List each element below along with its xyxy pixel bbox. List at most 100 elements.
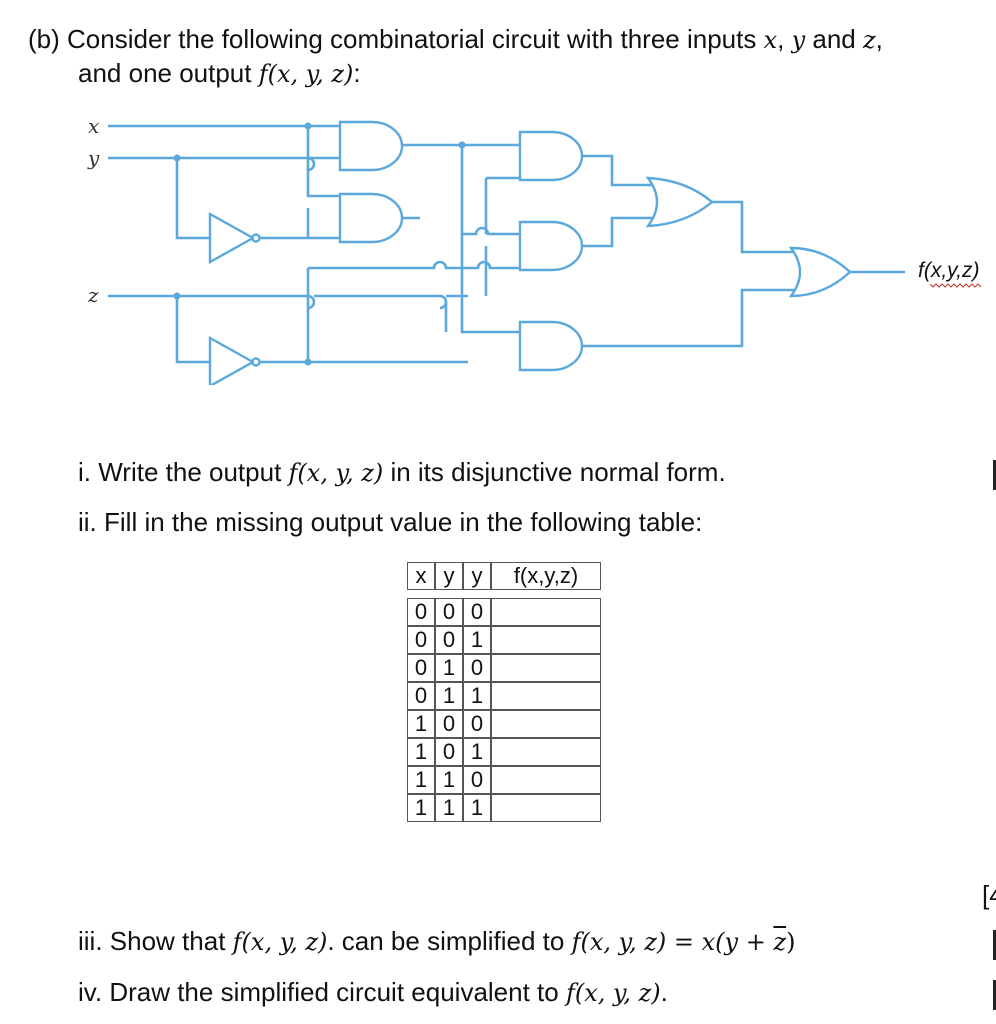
and-gate-2 xyxy=(338,192,404,244)
part-i-pre: Write the output xyxy=(98,457,289,487)
part-iv-pre: Draw the simplified circuit equivalent t… xyxy=(109,977,566,1007)
or-gate-2 xyxy=(788,246,852,298)
truth-table-output-cell[interactable] xyxy=(491,654,601,682)
part-iii-number: iii. xyxy=(78,926,103,956)
truth-table-input-cell: 1 xyxy=(435,654,463,682)
question-intro-text: Consider the following combinatorial cir… xyxy=(67,24,764,54)
not-gate-y xyxy=(208,211,256,265)
part-iii-func: f(x, y, z) xyxy=(232,928,328,956)
truth-table-output-cell[interactable] xyxy=(491,626,601,654)
part-iv-post: . xyxy=(660,977,668,1007)
part-i-post: in its disjunctive normal form. xyxy=(383,457,726,487)
truth-table-spacer xyxy=(407,590,601,598)
output-label-underline xyxy=(929,283,982,288)
margin-mark-note: [4 xyxy=(982,880,996,910)
truth-table-input-cell: 0 xyxy=(435,626,463,654)
part-i-number: i. xyxy=(78,457,91,487)
part-iii-pre: Show that xyxy=(109,926,233,956)
truth-table-input-cell: 0 xyxy=(435,598,463,626)
truth-table-input-cell: 1 xyxy=(463,794,491,822)
truth-table-input-cell: 0 xyxy=(435,710,463,738)
truth-table-input-cell: 1 xyxy=(407,710,435,738)
input-label-y: y xyxy=(87,146,100,170)
margin-bar-2 xyxy=(993,930,996,960)
margin-bar-3 xyxy=(993,980,996,1010)
truth-table-input-cell: 1 xyxy=(435,794,463,822)
truth-table-input-cell: 1 xyxy=(407,738,435,766)
not-gate-z-bubble xyxy=(251,357,261,367)
truth-table-input-cell: 1 xyxy=(407,794,435,822)
truth-table-output-cell[interactable] xyxy=(491,598,601,626)
part-i-func: f(x, y, z) xyxy=(288,459,384,487)
truth-table-input-cell: 0 xyxy=(463,654,491,682)
truth-table-input-cell: 0 xyxy=(435,738,463,766)
input-label-x: x xyxy=(88,114,99,138)
wires xyxy=(108,124,905,364)
question-intro-line2: and one output f(x, y, z): xyxy=(78,58,361,89)
truth-table-input-cell: 1 xyxy=(463,626,491,654)
var-x: x xyxy=(763,26,778,54)
var-y: y xyxy=(791,26,806,54)
question-and: and xyxy=(805,24,863,54)
logic-circuit-diagram: x y z xyxy=(87,114,982,385)
and-gate-4 xyxy=(518,220,584,272)
truth-table-output-cell[interactable] xyxy=(491,710,601,738)
truth-table-header-cell: y xyxy=(463,562,491,590)
question-label: (b) xyxy=(28,24,60,54)
part-iii-close: ) xyxy=(786,928,796,956)
part-ii: ii. Fill in the missing output value in … xyxy=(78,507,702,537)
not-gate-z xyxy=(208,335,256,385)
logic-gates xyxy=(208,120,852,385)
part-iii: iii. Show that f(x, y, z). can be simpli… xyxy=(78,926,795,957)
truth-table-output-cell[interactable] xyxy=(491,682,601,710)
part-iii-equation: f(x, y, z) = x(y + xyxy=(571,928,774,956)
function-notation: f(x, y, z) xyxy=(258,60,354,88)
junction-dots xyxy=(173,122,466,366)
part-i: i. Write the output f(x, y, z) in its di… xyxy=(78,457,726,488)
part-iv-func: f(x, y, z) xyxy=(565,979,661,1007)
and-gate-3 xyxy=(518,130,584,182)
question-intro-line1: (b) Consider the following combinatorial… xyxy=(28,24,883,54)
colon: : xyxy=(353,58,361,88)
truth-table-input-cell: 1 xyxy=(435,682,463,710)
truth-table-output-cell[interactable] xyxy=(491,738,601,766)
not-gate-y-bubble xyxy=(251,233,261,243)
truth-table-input-cell: 0 xyxy=(407,626,435,654)
truth-table-header-cell: x xyxy=(407,562,435,590)
part-iv: iv. Draw the simplified circuit equivale… xyxy=(78,977,668,1008)
truth-table-header-cell: f(x,y,z) xyxy=(491,562,601,590)
margin-bar-1 xyxy=(993,460,996,490)
part-ii-text: Fill in the missing output value in the … xyxy=(104,507,703,537)
part-iii-zbar: z xyxy=(773,928,787,956)
input-label-z: z xyxy=(87,283,99,307)
truth-table-input-cell: 1 xyxy=(463,682,491,710)
truth-table-input-cell: 1 xyxy=(463,738,491,766)
truth-table-input-cell: 0 xyxy=(463,710,491,738)
truth-table-input-cell: 1 xyxy=(407,766,435,794)
and-gate-5 xyxy=(518,320,584,372)
truth-table-input-cell: 1 xyxy=(435,766,463,794)
truth-table-input-cell: 0 xyxy=(407,682,435,710)
and-gate-1 xyxy=(338,120,404,172)
truth-table-input-cell: 0 xyxy=(407,654,435,682)
truth-table-input-cell: 0 xyxy=(463,766,491,794)
part-ii-number: ii. xyxy=(78,507,97,537)
output-label: f(x,y,z) xyxy=(918,259,979,282)
truth-table-output-cell[interactable] xyxy=(491,794,601,822)
truth-table-input-cell: 0 xyxy=(463,598,491,626)
truth-table-header-cell: y xyxy=(435,562,463,590)
part-iii-mid: . can be simplified to xyxy=(327,926,572,956)
truth-table-output-cell[interactable] xyxy=(491,766,601,794)
truth-table-input-cell: 0 xyxy=(407,598,435,626)
var-z: z xyxy=(862,26,876,54)
